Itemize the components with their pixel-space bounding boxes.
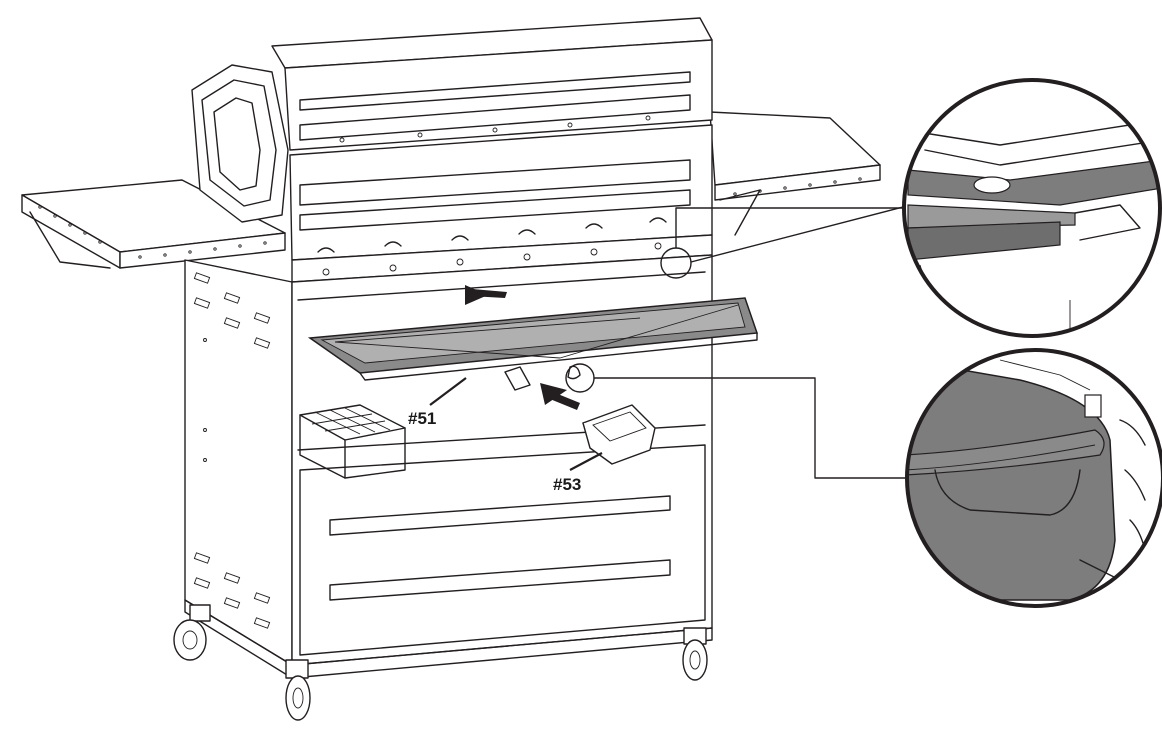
wheel-front-left — [285, 659, 311, 721]
control-knobs — [317, 217, 667, 276]
grease-cup — [569, 404, 656, 471]
detail-view-cup-hook — [905, 348, 1162, 608]
wheel-rear-left — [173, 604, 211, 661]
part-label-53: #53 — [553, 475, 581, 494]
firebox-front — [289, 124, 713, 283]
callout-leaders — [565, 199, 931, 479]
storage-basket — [299, 404, 406, 479]
caster-wheels — [173, 604, 708, 721]
wheel-front-right — [682, 627, 708, 681]
arrow-insert-cup-icon — [540, 383, 580, 410]
direction-arrows — [465, 285, 580, 410]
detail-view-tray-rail — [902, 78, 1162, 338]
right-side-shelf — [709, 111, 881, 236]
arrow-slide-tray-icon — [465, 285, 507, 305]
grill-lid — [191, 17, 713, 223]
grease-tray — [307, 297, 759, 406]
left-side-shelf — [21, 179, 286, 269]
part-label-51: #51 — [408, 409, 436, 428]
